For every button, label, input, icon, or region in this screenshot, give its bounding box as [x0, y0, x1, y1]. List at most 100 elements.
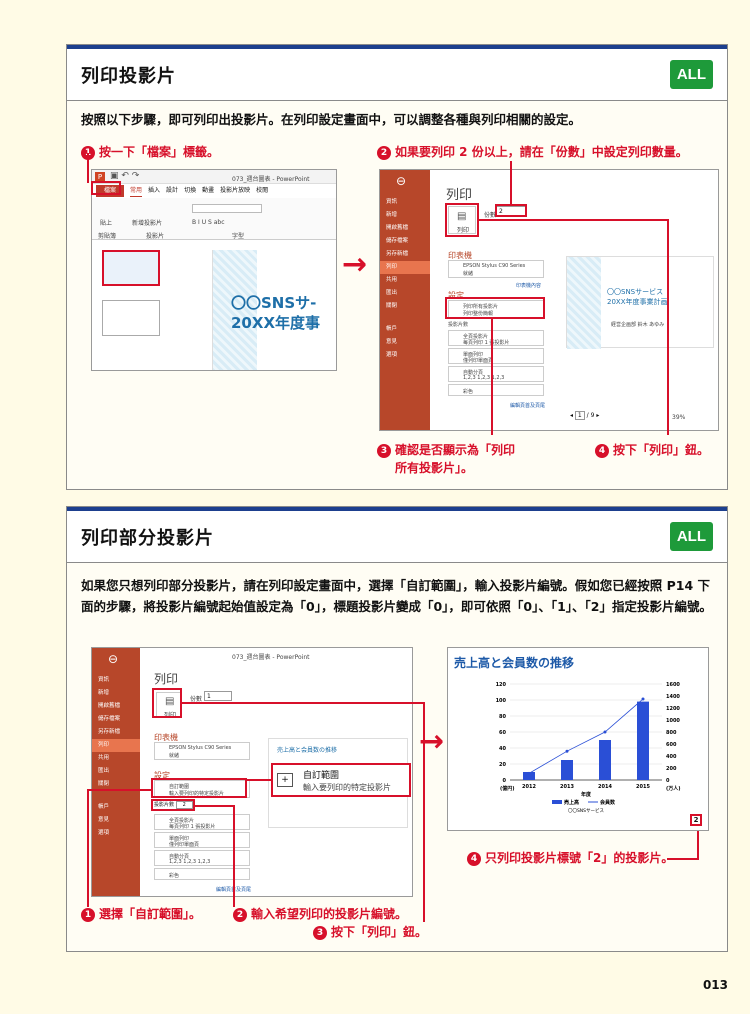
- sidebar-item-saveas[interactable]: 另存新檔: [386, 251, 409, 257]
- slides-range-input[interactable]: 投影片數 2: [154, 801, 250, 810]
- tab-review[interactable]: 校閱: [256, 187, 269, 194]
- color-select[interactable]: 彩色: [448, 384, 544, 396]
- sidebar-item-close[interactable]: 關閉: [386, 303, 398, 309]
- sidebar-item-print[interactable]: 列印: [92, 739, 140, 752]
- sidebar-item-info[interactable]: 資訊: [98, 677, 110, 683]
- print-preview: 〇〇SNSサービス 20XX年度事業計画 経営企画部 鈴木 あゆみ: [566, 256, 714, 349]
- powerpoint-screenshot: P ▣ ↶ ↷ 073_週台圖表 - PowerPoint 檔案 常用 插入 設…: [91, 169, 337, 371]
- sidebar-item-print[interactable]: 列印: [380, 261, 430, 274]
- layout-select[interactable]: 全頁投影片每頁列印 1 張投影片: [154, 814, 250, 830]
- slide-thumbnail-1[interactable]: [102, 300, 160, 336]
- all-badge: ALL: [669, 522, 713, 551]
- paste-button[interactable]: 貼上: [100, 220, 113, 227]
- window-title: 073_週台圖表 - PowerPoint: [232, 176, 310, 183]
- line-point: [641, 697, 645, 701]
- all-badge: ALL: [669, 60, 713, 89]
- printer-select[interactable]: EPSON Stylus C90 Series 就緒: [448, 260, 544, 278]
- y2-tick-label: 200: [666, 766, 677, 772]
- sidebar-item-open[interactable]: 開啟舊檔: [98, 703, 121, 709]
- settings-heading: 設定: [154, 771, 170, 780]
- copies-label: 份數: [190, 696, 203, 703]
- y2-tick-label: 0: [666, 778, 670, 784]
- tab-home[interactable]: 常用: [130, 185, 143, 197]
- print-heading: 列印: [446, 188, 473, 203]
- sidebar-item-feedback[interactable]: 意見: [386, 339, 398, 345]
- font-box[interactable]: [192, 204, 262, 213]
- sides-select[interactable]: 單面列印僅列印單面頁: [448, 348, 544, 364]
- sidebar-item-export[interactable]: 匯出: [386, 290, 398, 296]
- highlight-slides-input: [151, 799, 195, 811]
- sidebar-item-info[interactable]: 資訊: [386, 199, 398, 205]
- slide-canvas: 〇〇SNSサ- 20XX年度事: [212, 250, 336, 370]
- sidebar-item-saveas[interactable]: 另存新檔: [98, 729, 121, 735]
- printer-heading: 印表機: [154, 733, 178, 742]
- x-tick-label: 2013: [560, 784, 574, 790]
- save-icon[interactable]: ▣ ↶ ↷: [110, 171, 140, 181]
- sidebar-item-account[interactable]: 帳戶: [98, 804, 110, 810]
- copies-input[interactable]: 1: [204, 691, 232, 701]
- sidebar-item-share[interactable]: 共用: [98, 755, 110, 761]
- sidebar-item-share[interactable]: 共用: [386, 277, 398, 283]
- line-point: [527, 771, 531, 775]
- section-description: 按照以下步驟，即可列印出投影片。在列印設定畫面中，可以調整各種與列印相關的設定。: [81, 112, 582, 127]
- printer-properties-link[interactable]: 印表機內容: [516, 283, 542, 289]
- layout-select[interactable]: 全頁投影片每頁列印 1 張投影片: [448, 330, 544, 346]
- sidebar-item-save[interactable]: 儲存檔案: [386, 238, 409, 244]
- slide-thumbnail-0[interactable]: [102, 250, 160, 286]
- sidebar-item-feedback[interactable]: 意見: [98, 817, 110, 823]
- page-nav[interactable]: ◂ 1 / 9 ▸: [570, 411, 600, 420]
- sides-select[interactable]: 單面列印僅列印單面頁: [154, 832, 250, 848]
- printer-icon: ▤: [457, 211, 467, 222]
- sidebar-item-options[interactable]: 選項: [386, 352, 398, 358]
- sidebar-item-export[interactable]: 匯出: [98, 768, 110, 774]
- y2-tick-label: 1000: [666, 718, 680, 724]
- sidebar-item-close[interactable]: 關閉: [98, 781, 110, 787]
- edit-header-footer-link[interactable]: 編輯頁首及頁尾: [510, 403, 546, 409]
- x-axis-label: 年度: [581, 791, 592, 798]
- y2-tick-label: 800: [666, 730, 677, 736]
- legend-bar-swatch: [552, 800, 562, 804]
- callout-1: 1按一下「檔案」標籤。: [81, 143, 219, 161]
- print-button[interactable]: ▤ 列印: [448, 206, 476, 234]
- y-tick-label: 40: [499, 746, 506, 752]
- line-point: [565, 749, 569, 753]
- color-select[interactable]: 彩色: [154, 868, 250, 880]
- sidebar-item-options[interactable]: 選項: [98, 830, 110, 836]
- settings-heading: 設定: [448, 291, 464, 300]
- tab-insert[interactable]: 插入: [148, 187, 161, 194]
- copies-label: 份數: [484, 212, 497, 219]
- highlight-print-button: [152, 688, 182, 718]
- arrow-right-icon: →: [342, 247, 368, 282]
- group-slides: 投影片: [146, 233, 165, 240]
- group-font: 字型: [232, 233, 245, 240]
- back-button[interactable]: ⊖: [396, 174, 407, 188]
- printer-select[interactable]: EPSON Stylus C90 Series 就緒: [154, 742, 250, 760]
- new-slide-button[interactable]: 新增投影片: [132, 220, 163, 227]
- zoom-level[interactable]: 39%: [672, 414, 686, 421]
- callout-3-cont: 所有投影片」。: [395, 461, 474, 475]
- tab-animation[interactable]: 動畫: [202, 187, 215, 194]
- tab-design[interactable]: 設計: [166, 187, 179, 194]
- series-line: [528, 698, 644, 774]
- y2-tick-label: 600: [666, 742, 677, 748]
- printer-icon: ▤: [165, 696, 175, 707]
- tab-slideshow[interactable]: 投影片放映: [220, 187, 251, 194]
- slide-subtitle-text: 20XX年度事: [231, 314, 321, 332]
- slides-label: 投影片數: [448, 322, 469, 328]
- y-axis-label: (億円): [500, 785, 515, 792]
- sidebar-item-new[interactable]: 新增: [98, 690, 110, 696]
- back-button[interactable]: ⊖: [108, 652, 119, 666]
- tab-transition[interactable]: 切換: [184, 187, 197, 194]
- sidebar-item-account[interactable]: 帳戶: [386, 326, 398, 332]
- sidebar-item-save[interactable]: 儲存檔案: [98, 716, 121, 722]
- sidebar-item-open[interactable]: 開啟舊檔: [386, 225, 409, 231]
- sidebar-item-new[interactable]: 新增: [386, 212, 398, 218]
